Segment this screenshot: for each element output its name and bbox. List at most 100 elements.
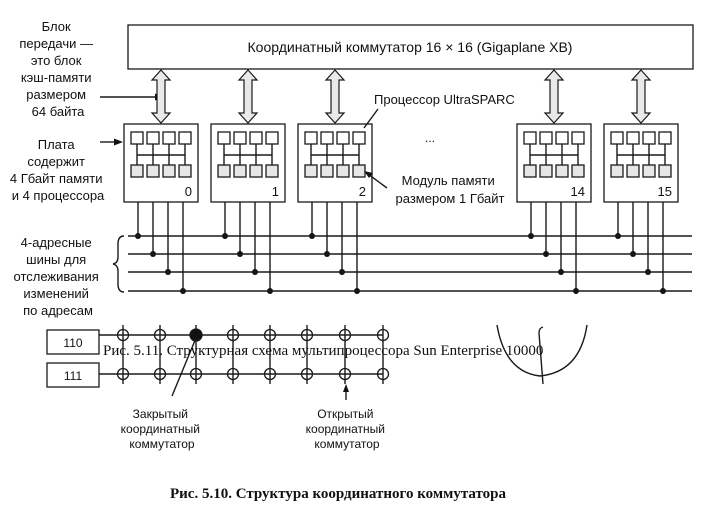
system-board: 2 <box>297 69 373 294</box>
closed-switch-icon <box>189 328 203 342</box>
memory-module-icon <box>642 164 656 178</box>
processor-icon <box>233 131 247 145</box>
processor-icon <box>249 131 263 145</box>
open-switch-annotation: Открытый координатный коммутатор <box>306 384 389 451</box>
memory-module-icon <box>130 164 144 178</box>
system-boards: 0 1 2 14 15 <box>123 69 679 294</box>
address-buses <box>128 235 692 292</box>
memory-module-icon <box>555 164 569 178</box>
memory-module-icon <box>178 164 192 178</box>
open-switch-label: Открытый координатный коммутатор <box>306 407 389 451</box>
open-switch-icon <box>376 328 390 342</box>
open-switch-icon <box>300 328 314 342</box>
memory-callout-label: Модуль памяти размером 1 Гбайт <box>396 173 505 206</box>
closed-switch-pointer <box>171 337 197 397</box>
processor-icon <box>320 131 334 145</box>
system-board: 0 <box>123 69 199 294</box>
bidirectional-arrow-icon <box>150 69 172 124</box>
processor-icon <box>130 131 144 145</box>
open-switch-icon <box>376 367 390 381</box>
open-switch-icon <box>263 367 277 381</box>
row-label-110: 110 <box>63 336 82 350</box>
figure-caption-5-10: Рис. 5.10. Структура координатного комму… <box>170 486 506 502</box>
processor-icon <box>352 131 366 145</box>
row-label-111: 111 <box>64 369 83 383</box>
closed-switch-annotation: Закрытый координатный коммутатор <box>121 337 204 451</box>
row-box-110 <box>46 329 100 355</box>
arrowhead-icon <box>114 138 123 146</box>
processor-icon <box>336 131 350 145</box>
processor-callout-label: Процессор UltraSPARC <box>374 92 515 107</box>
boards-ellipsis: ... <box>425 131 435 145</box>
memory-module-icon <box>217 164 231 178</box>
system-board: 14 <box>516 69 592 294</box>
processor-icon <box>162 131 176 145</box>
arrowhead-icon <box>364 171 373 178</box>
board-number: 0 <box>185 184 192 199</box>
open-switch-icon <box>189 367 203 381</box>
memory-pointer <box>367 173 388 189</box>
bidirectional-arrow-icon <box>630 69 652 124</box>
open-switch-icon <box>226 367 240 381</box>
memory-module-icon <box>146 164 160 178</box>
open-switch-icon <box>300 367 314 381</box>
memory-module-icon <box>658 164 672 178</box>
processor-icon <box>539 131 553 145</box>
memory-module-icon <box>610 164 624 178</box>
open-switch-icon <box>116 328 130 342</box>
open-switch-icon <box>153 328 167 342</box>
open-switch-icon <box>226 328 240 342</box>
processor-icon <box>304 131 318 145</box>
memory-module-icon <box>626 164 640 178</box>
row-box-111 <box>46 362 100 388</box>
processor-pointer <box>363 108 379 129</box>
snoop-bus-annotation: 4-адресные шины для отслеживания изменен… <box>14 235 125 318</box>
bidirectional-arrow-icon <box>237 69 259 124</box>
bidirectional-arrow-icon <box>543 69 565 124</box>
processor-icon <box>571 131 585 145</box>
processor-icon <box>265 131 279 145</box>
arrowhead-icon <box>343 384 349 392</box>
memory-module-icon <box>539 164 553 178</box>
transfer-block-annotation: Блок передачи — это блок кэш-памяти разм… <box>19 19 164 119</box>
memory-module-icon <box>523 164 537 178</box>
gigaplane-crossbar: Координатный коммутатор 16 × 16 (Gigapla… <box>127 24 694 70</box>
board-number: 2 <box>359 184 366 199</box>
bus-brace <box>112 235 125 293</box>
board-annotation: Плата содержит 4 Гбайт памяти и 4 процес… <box>10 137 123 203</box>
processor-icon <box>555 131 569 145</box>
snoop-bus-text: 4-адресные шины для отслеживания изменен… <box>14 235 103 318</box>
memory-module-icon <box>162 164 176 178</box>
memory-module-icon <box>304 164 318 178</box>
open-switch-icon <box>263 328 277 342</box>
crossbar-detail: 110 111 <box>46 325 390 388</box>
processor-callout: Процессор UltraSPARC <box>363 92 515 129</box>
closed-switch-label: Закрытый координатный коммутатор <box>121 407 204 451</box>
open-switch-icon <box>116 367 130 381</box>
processor-icon <box>642 131 656 145</box>
arc-fragment <box>496 324 588 385</box>
bidirectional-arrow-icon <box>324 69 346 124</box>
memory-module-icon <box>249 164 263 178</box>
figure-caption-5-11: Рис. 5.11. Структурная схема мультипроце… <box>103 343 543 359</box>
open-switch-icon <box>338 328 352 342</box>
processor-icon <box>610 131 624 145</box>
memory-module-icon <box>336 164 350 178</box>
open-switch-icon <box>153 367 167 381</box>
memory-callout: Модуль памяти размером 1 Гбайт <box>364 171 505 206</box>
processor-icon <box>146 131 160 145</box>
processor-icon <box>658 131 672 145</box>
memory-module-icon <box>320 164 334 178</box>
memory-module-icon <box>233 164 247 178</box>
board-number: 14 <box>571 184 585 199</box>
board-number: 1 <box>272 184 279 199</box>
processor-icon <box>626 131 640 145</box>
processor-icon <box>178 131 192 145</box>
memory-module-icon <box>571 164 585 178</box>
memory-module-icon <box>265 164 279 178</box>
transfer-block-text: Блок передачи — это блок кэш-памяти разм… <box>19 19 96 119</box>
open-switch-icon <box>338 367 352 381</box>
board-number: 15 <box>658 184 672 199</box>
processor-icon <box>523 131 537 145</box>
